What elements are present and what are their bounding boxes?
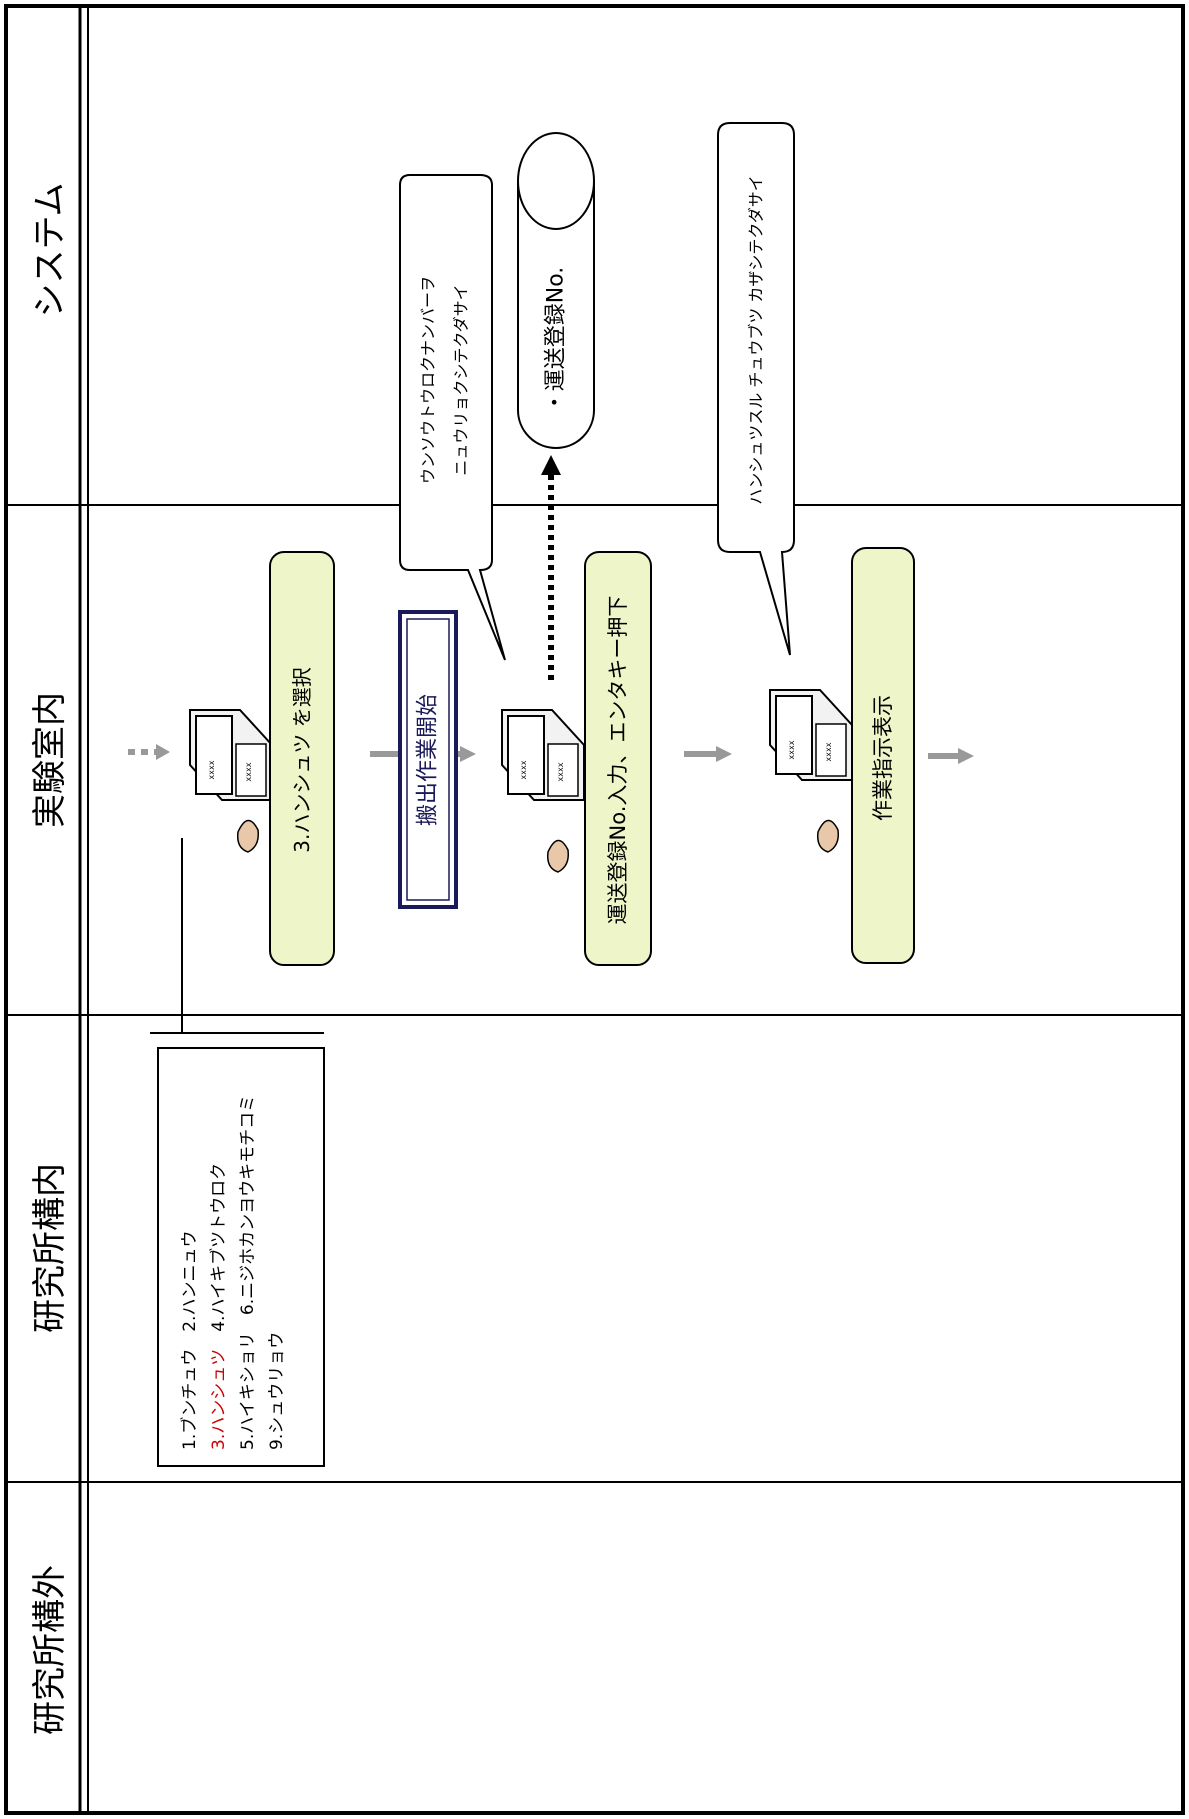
terminal-1: xxxx xxxx: [189, 709, 273, 853]
lane-header-campus-inside: 研究所構内: [30, 1163, 70, 1333]
menu-line-1: 1.ブンチュウ 2.ハンニュウ: [179, 1231, 200, 1450]
flow-arrow-out: [928, 748, 974, 764]
flow-arrow: [684, 746, 732, 762]
menu-item: 4.ハイキブツトウロク: [208, 1163, 229, 1349]
lane-header-campus-outside: 研究所構外: [30, 1565, 70, 1735]
step-input-enter: 運送登録No.入力、エンタキー押下: [584, 551, 652, 966]
start-work-label: 搬出作業開始: [416, 694, 441, 826]
lane-header-lab: 実験室内: [30, 692, 70, 828]
step-select-action: 3.ハンシュツ を選択: [269, 551, 335, 966]
menu-box: 1.ブンチュウ 2.ハンニュウ 3.ハンシュツ 4.ハイキブツトウロク 5.ハイ…: [150, 838, 325, 1467]
hand-icon: [236, 819, 260, 853]
callout-line: ハンシュツスル チュウブツ カザシテクダサイ: [747, 175, 766, 505]
terminal-screen-text: xxxx: [207, 760, 216, 779]
menu-item-highlighted: 3.ハンシュツ: [209, 1349, 229, 1450]
menu-line-2: 3.ハンシュツ 4.ハイキブツトウロク: [208, 1163, 229, 1450]
terminal-screen-text: xxxx: [519, 760, 528, 779]
terminal-3: xxxx xxxx: [769, 689, 853, 853]
callout-line: ウンソウトウロクナンバーヲ: [419, 276, 438, 484]
callout-hold-item: ハンシュツスル チュウブツ カザシテクダサイ: [717, 122, 795, 656]
datastore-label: ・運送登録No.: [544, 267, 569, 414]
callout-line: ニュウリョクシテクダサイ: [452, 284, 471, 475]
dotted-arrow-to-datastore: [541, 455, 561, 680]
terminal-screen-text: xxxx: [824, 742, 833, 761]
terminal-2: xxxx xxxx: [501, 709, 585, 873]
step-show-instructions-label: 作業指示表示: [871, 695, 895, 821]
menu-item: 1.ブンチュウ 2.ハンニュウ: [179, 1231, 200, 1450]
lane-header-system: システム: [30, 183, 70, 318]
step-select-action-label: 3.ハンシュツ を選択: [290, 667, 314, 852]
callout-input-number: ウンソウトウロクナンバーヲ ニュウリョクシテクダサイ: [399, 174, 506, 661]
diagram-frame: [4, 4, 1185, 1815]
menu-item: 9.シュウリョウ: [267, 1332, 287, 1450]
start-work-button: 搬出作業開始: [398, 610, 458, 909]
hand-icon: [816, 819, 840, 853]
datastore-cylinder: ・運送登録No.: [517, 132, 595, 449]
incoming-dashed-arrow: [128, 744, 170, 760]
terminal-screen-text: xxxx: [556, 762, 565, 781]
menu-line-3: 5.ハイキショリ 6.ニジホカンヨウキモチコミ: [238, 1095, 258, 1450]
terminal-screen-text: xxxx: [244, 762, 253, 781]
step-show-instructions: 作業指示表示: [851, 547, 915, 964]
hand-icon: [546, 839, 570, 873]
step-input-enter-label: 運送登録No.入力、エンタキー押下: [606, 596, 630, 925]
terminal-screen-text: xxxx: [787, 740, 796, 759]
menu-item: 5.ハイキショリ 6.ニジホカンヨウキモチコミ: [238, 1095, 258, 1450]
menu-line-4: 9.シュウリョウ: [267, 1332, 287, 1450]
